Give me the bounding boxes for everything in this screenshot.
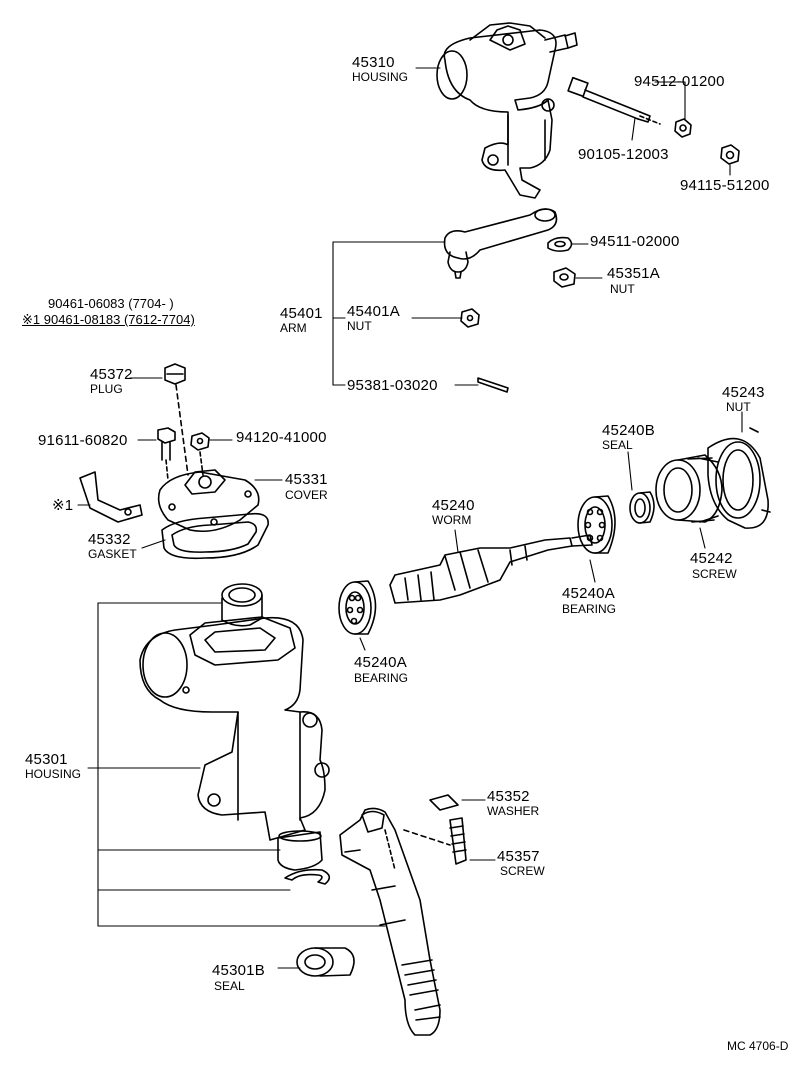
label-45310-num: 45310 [352, 54, 395, 71]
leader-lines-worm [359, 411, 743, 651]
label-91611-60820: 91611-60820 [38, 432, 128, 449]
sector-bushing-drawing [277, 830, 323, 871]
nut-45401a-drawing [460, 308, 480, 328]
nut-94512-drawing [674, 118, 692, 138]
label-45301-name: HOUSING [25, 767, 82, 781]
label-45372-num: 45372 [90, 366, 133, 383]
label-45352-name: WASHER [487, 804, 540, 818]
label-45301b-name: SEAL [214, 979, 245, 993]
bearing-upper-drawing [577, 495, 616, 554]
lower-housing-drawing [139, 583, 330, 841]
label-45240-name: WORM [432, 513, 472, 527]
label-mark-1: ※1 [52, 497, 74, 514]
adjusting-nut-drawing [707, 427, 771, 529]
label-45240a-lower-num: 45240A [354, 654, 407, 671]
bolt-94512-drawing [567, 76, 661, 125]
cover-nut-drawing [190, 432, 210, 476]
note-90461-06083: 90461-06083 (7704- ) [48, 296, 174, 311]
label-94511-02000: 94511-02000 [590, 233, 680, 250]
note-90461-08183: ※1 90461-08183 (7612-7704) [22, 312, 195, 327]
snap-ring-drawing [284, 868, 331, 885]
label-45243-num: 45243 [722, 384, 765, 401]
label-45332-name: GASKET [88, 547, 137, 561]
label-45240b-num: 45240B [602, 422, 655, 439]
adjusting-screw-drawing [655, 454, 723, 523]
label-45301b-num: 45301B [212, 962, 265, 979]
nut-94115-drawing [720, 144, 740, 165]
pitman-arm-drawing [443, 208, 558, 279]
screw-45357-drawing [403, 817, 467, 865]
label-94115-51200: 94115-51200 [680, 177, 770, 194]
gasket-drawing [161, 512, 269, 560]
label-45401-name: ARM [280, 321, 307, 335]
label-45240a-lower-name: BEARING [354, 671, 409, 685]
label-45310-name: HOUSING [352, 70, 409, 84]
label-45331-name: COVER [285, 488, 328, 502]
label-45351a-num: 45351A [607, 265, 660, 282]
label-45352-num: 45352 [487, 788, 530, 805]
label-45357-num: 45357 [497, 848, 540, 865]
bracket-1-drawing [79, 471, 143, 523]
figure-code: MC 4706-D [727, 1039, 789, 1053]
label-45240a-upper-num: 45240A [562, 585, 615, 602]
washer-45352-drawing [429, 794, 459, 811]
cotter-pin-drawing [477, 377, 509, 393]
label-45240a-upper-name: BEARING [562, 602, 617, 616]
label-94512-01200: 94512-01200 [634, 73, 725, 90]
label-45372-name: PLUG [90, 382, 123, 396]
label-45351a-name: NUT [610, 282, 635, 296]
label-45401a-num: 45401A [347, 303, 400, 320]
label-94120-41000: 94120-41000 [236, 429, 327, 446]
washer-94511-drawing [547, 236, 573, 252]
label-45332-num: 45332 [88, 531, 131, 548]
label-45240b-name: SEAL [602, 438, 633, 452]
upper-housing-drawing [436, 22, 578, 199]
leader-lines-upper [415, 67, 731, 279]
cover-drawing [157, 469, 260, 533]
arm-bracket-lines [332, 241, 479, 386]
label-45242-name: SCREW [692, 567, 737, 581]
lower-bracket-lines [87, 602, 496, 969]
label-90105-12003: 90105-12003 [578, 146, 669, 163]
sector-shaft-drawing [339, 807, 441, 1036]
label-45401-num: 45401 [280, 305, 323, 322]
label-95381-03020: 95381-03020 [347, 377, 438, 394]
nut-45351a-drawing [553, 267, 576, 288]
oil-seal-drawing [629, 491, 655, 524]
label-45240-num: 45240 [432, 497, 475, 514]
label-45242-num: 45242 [690, 550, 733, 567]
cover-bolt-drawing [157, 427, 176, 481]
leader-lines-cover [77, 377, 283, 549]
bearing-lower-drawing [338, 580, 377, 635]
label-45331-num: 45331 [285, 471, 328, 488]
seal-45301b-drawing [296, 947, 355, 977]
label-45357-name: SCREW [500, 864, 545, 878]
label-45401a-name: NUT [347, 319, 372, 333]
label-45243-name: NUT [726, 400, 751, 414]
worm-shaft-drawing [389, 534, 593, 604]
label-45301-num: 45301 [25, 751, 68, 768]
plug-drawing [164, 363, 189, 476]
